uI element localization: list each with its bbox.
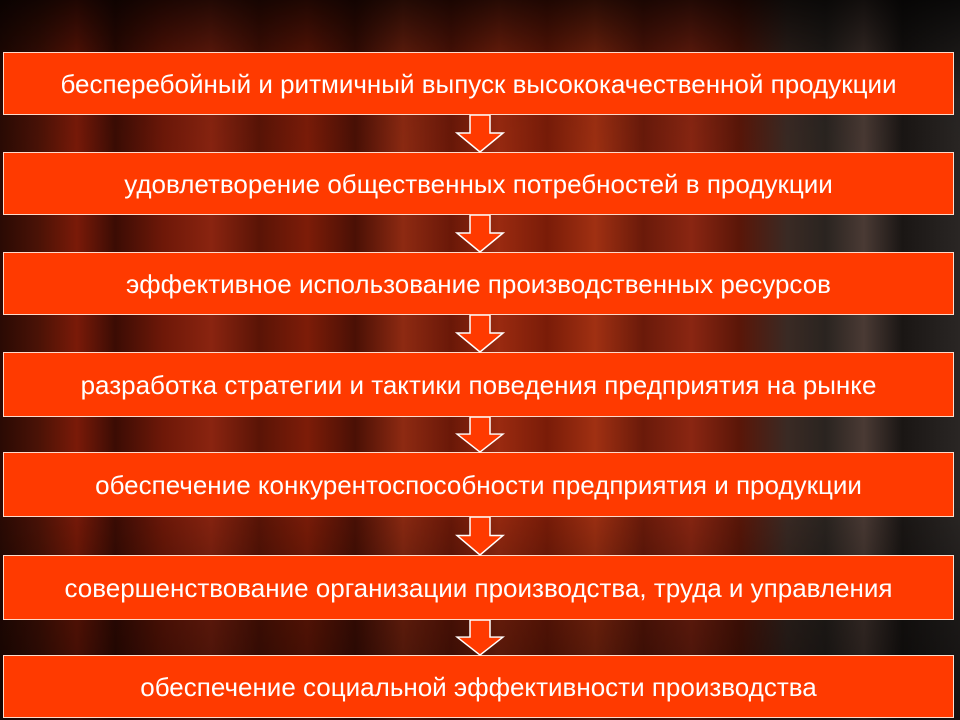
flow-step-6: совершенствование организации производст… — [3, 555, 954, 620]
flow-step-2: удовлетворение общественных потребностей… — [3, 152, 954, 215]
flow-step-1-text: бесперебойный и ритмичный выпуск высокок… — [60, 68, 897, 99]
down-arrow-icon — [455, 115, 505, 153]
flow-step-7-text: обеспечение социальной эффективности про… — [140, 671, 817, 702]
down-arrow-icon — [455, 417, 505, 453]
flow-step-1: бесперебойный и ритмичный выпуск высокок… — [3, 52, 954, 115]
flow-step-7: обеспечение социальной эффективности про… — [3, 655, 954, 718]
flow-step-6-text: совершенствование организации производст… — [64, 572, 893, 603]
down-arrow-icon — [455, 215, 505, 253]
flow-step-4-text: разработка стратегии и тактики поведения… — [80, 369, 877, 400]
flow-step-3: эффективное использование производственн… — [3, 252, 954, 315]
flow-step-2-text: удовлетворение общественных потребностей… — [124, 168, 833, 199]
down-arrow-icon — [455, 620, 505, 656]
flow-step-5: обеспечение конкурентоспособности предпр… — [3, 452, 954, 517]
down-arrow-icon — [455, 517, 505, 556]
flow-step-5-text: обеспечение конкурентоспособности предпр… — [95, 469, 862, 500]
flow-step-3-text: эффективное использование производственн… — [126, 268, 831, 299]
flow-step-4: разработка стратегии и тактики поведения… — [3, 352, 954, 417]
down-arrow-icon — [455, 315, 505, 353]
